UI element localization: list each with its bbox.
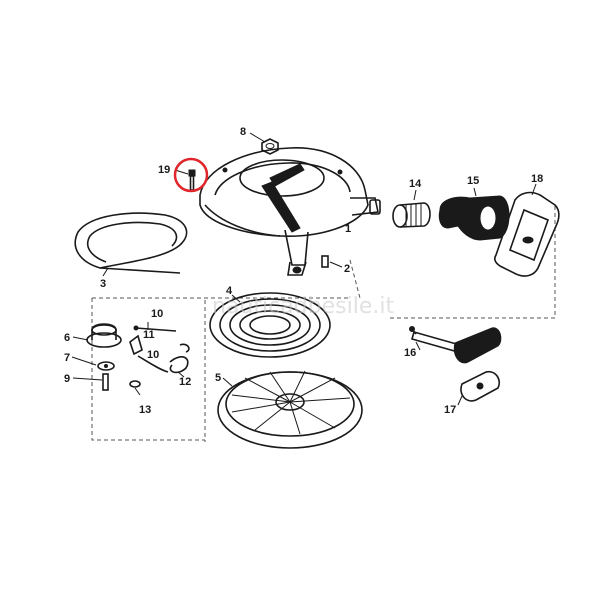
callout-6: 6 (64, 332, 70, 344)
callout-11: 11 (143, 329, 155, 341)
nut-part-8 (249, 132, 279, 155)
watermark: nauticadbesile.it (212, 294, 394, 319)
handle-anchor-part-15 (438, 187, 510, 241)
assembly-guide-lines (91, 205, 556, 442)
pulley-part-5 (217, 370, 363, 449)
callout-10b: 10 (147, 349, 159, 361)
callout-19: 19 (158, 164, 170, 176)
starter-cord-part-3 (74, 212, 188, 277)
spring-cup-part-14 (392, 189, 431, 228)
highlight-circle (173, 157, 209, 193)
starter-housing (199, 147, 381, 276)
callout-2: 2 (344, 263, 350, 275)
callout-9: 9 (64, 373, 70, 385)
callout-labels: 1 2 3 4 5 6 7 8 9 10 10 11 12 13 14 15 1… (64, 126, 543, 416)
callout-10a: 10 (151, 308, 163, 320)
callout-15: 15 (467, 175, 479, 187)
cover-plate-part-18 (494, 183, 560, 277)
callout-17: 17 (444, 404, 456, 416)
callout-3: 3 (100, 278, 106, 290)
pawl-assembly-parts (71, 322, 190, 396)
screw-part-19 (174, 169, 196, 191)
callout-14: 14 (409, 178, 422, 190)
handle-insert-part-17 (457, 370, 501, 406)
callout-18: 18 (531, 173, 543, 185)
callout-13: 13 (139, 404, 151, 416)
rewind-spring-part-4 (209, 292, 331, 358)
callout-8: 8 (240, 126, 246, 138)
pin-part-2 (321, 255, 343, 268)
starter-handle-part-16 (409, 326, 502, 364)
callout-1: 1 (345, 223, 351, 235)
callout-12: 12 (179, 376, 191, 388)
callout-16: 16 (404, 347, 416, 359)
callout-5: 5 (215, 372, 221, 384)
callout-4: 4 (226, 285, 233, 297)
callout-7: 7 (64, 352, 70, 364)
